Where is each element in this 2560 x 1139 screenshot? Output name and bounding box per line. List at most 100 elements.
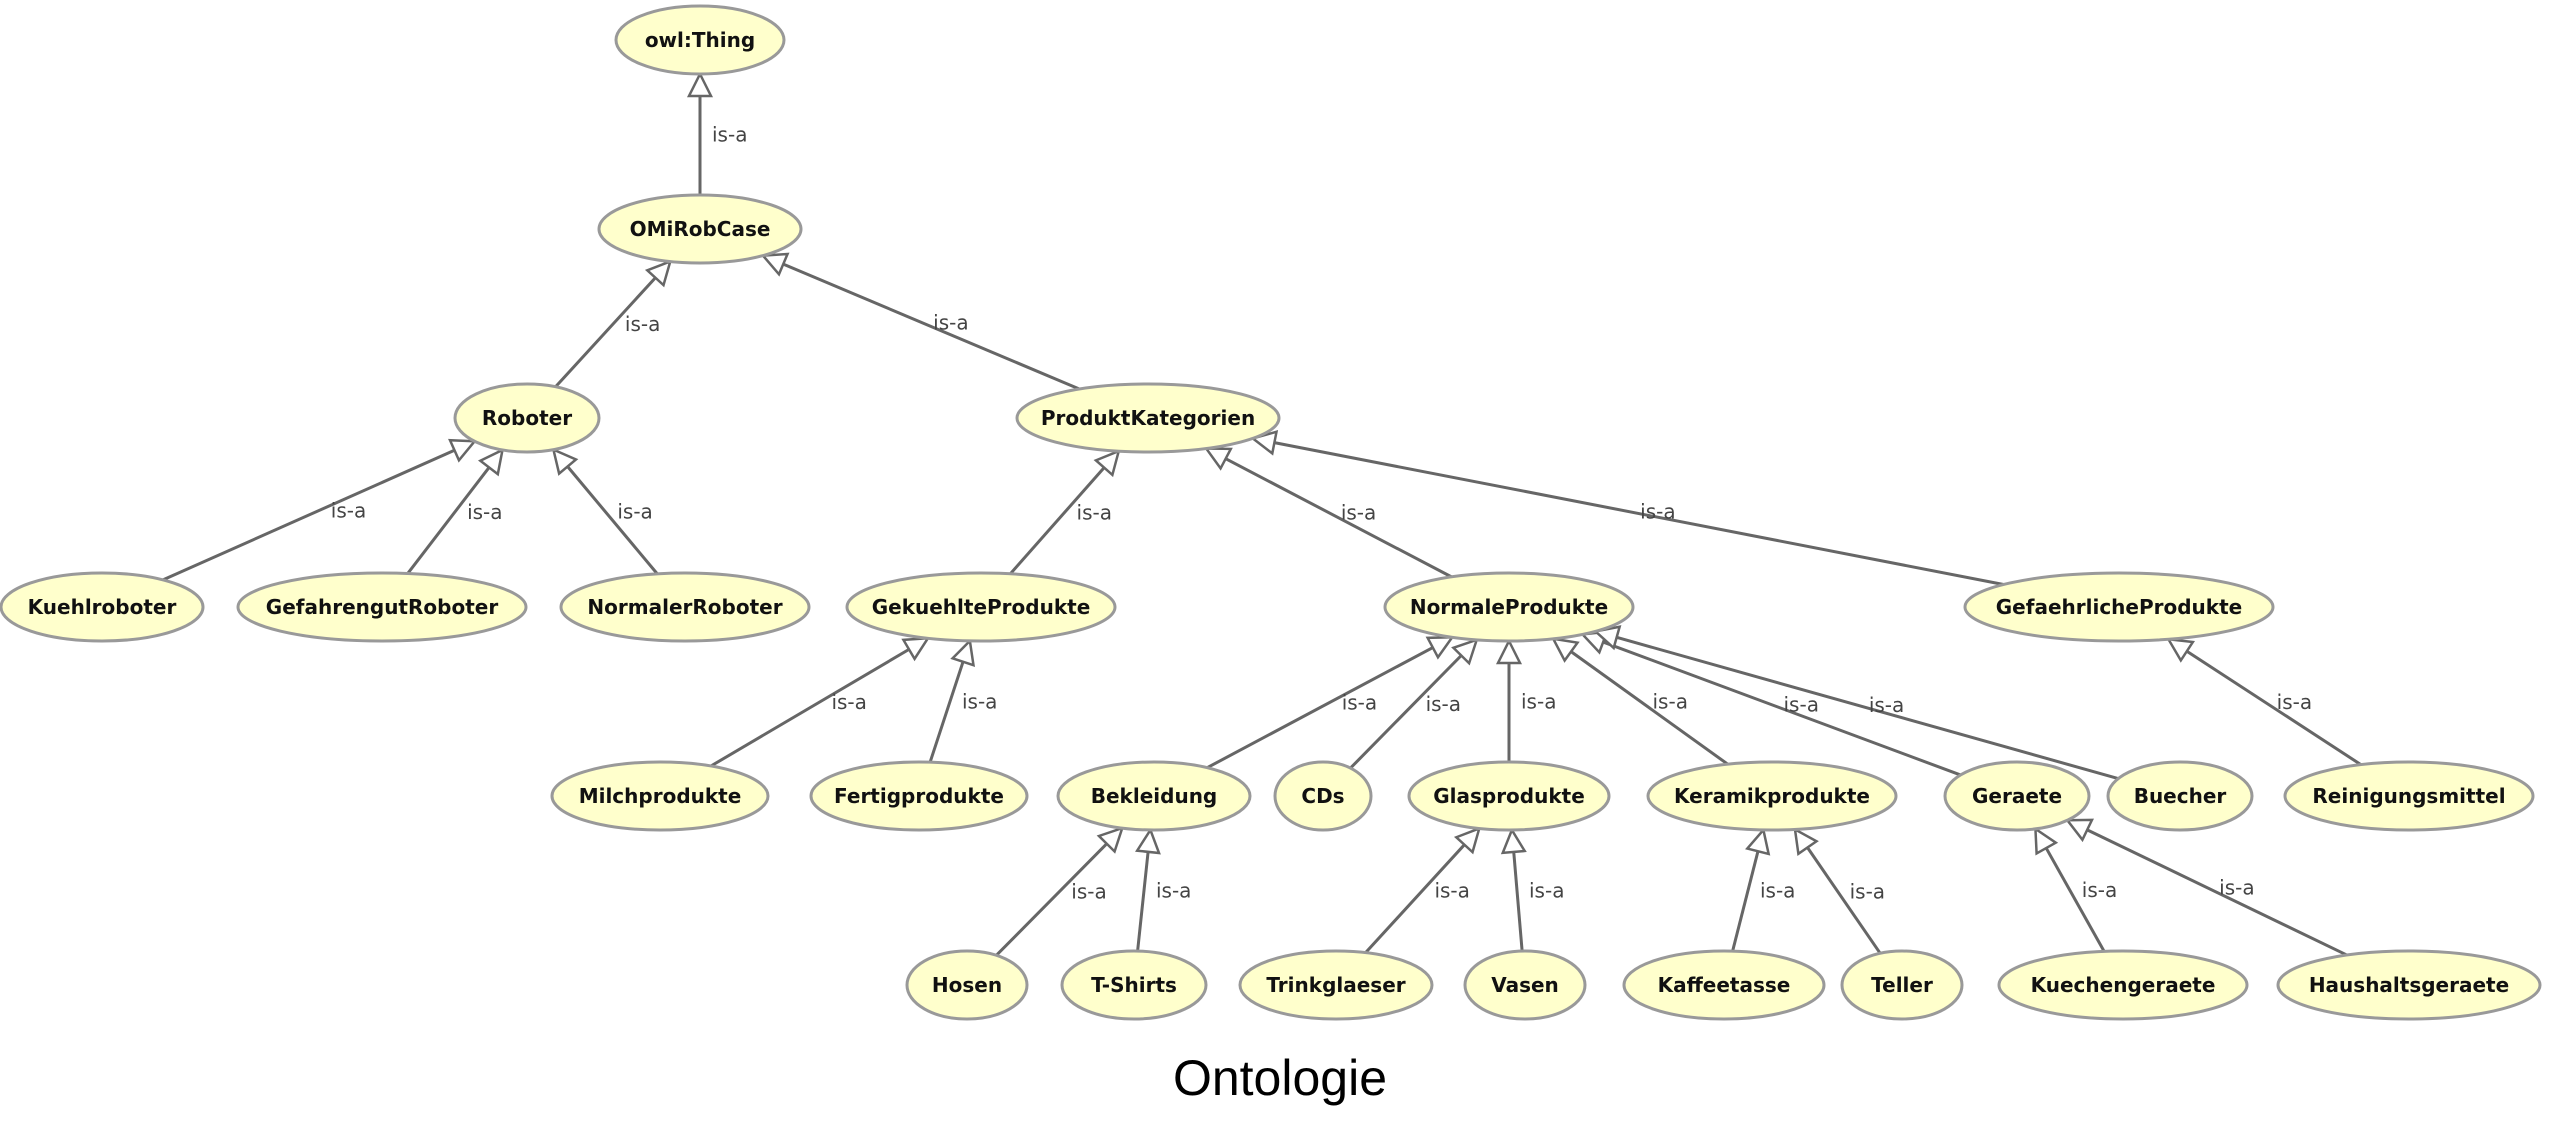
- edge-gekuehlteprodukte-to-produktkategorien: is-a: [1009, 449, 1121, 575]
- node-geraete[interactable]: Geraete: [1943, 760, 2091, 832]
- edge-label: is-a: [1850, 879, 1885, 903]
- edge-label: is-a: [962, 690, 997, 714]
- edge-line: [1274, 441, 2004, 586]
- node-produktkategorien[interactable]: ProduktKategorien: [1015, 382, 1281, 454]
- node-normalerroboter[interactable]: NormalerRoboter: [559, 571, 811, 643]
- edge-arrowhead: [2034, 826, 2059, 856]
- node-ellipse: [550, 760, 770, 832]
- node-ellipse: [2283, 760, 2535, 832]
- node-kaffeetasse[interactable]: Kaffeetasse: [1622, 949, 1826, 1021]
- edge-line: [1136, 851, 1150, 952]
- node-label: NormaleProdukte: [1410, 595, 1608, 619]
- edge-label: is-a: [2219, 876, 2254, 900]
- node-ellipse: [597, 193, 803, 265]
- edge-line: [710, 648, 910, 768]
- edge-tshirts-to-bekleidung: is-a: [1135, 827, 1191, 952]
- node-label: Hosen: [932, 973, 1002, 997]
- edge-label: is-a: [617, 500, 652, 524]
- node-hosen[interactable]: Hosen: [905, 949, 1029, 1021]
- node-label: Haushaltsgeraete: [2309, 973, 2509, 997]
- node-label: Trinkglaeser: [1266, 973, 1405, 997]
- edge-arrowhead: [1550, 637, 1580, 663]
- node-ellipse: [1963, 571, 2275, 643]
- node-kuehlroboter[interactable]: Kuehlroboter: [0, 571, 205, 643]
- node-ellipse: [1015, 382, 1281, 454]
- edge-label: is-a: [1529, 879, 1564, 903]
- node-teller[interactable]: Teller: [1840, 949, 1964, 1021]
- edge-kuehlroboter-to-roboter: is-a: [162, 438, 478, 582]
- node-omirobcase[interactable]: OMiRobCase: [597, 193, 803, 265]
- node-gekuehlteprodukte[interactable]: GekuehlteProdukte: [845, 571, 1117, 643]
- diagram-caption: Ontologie: [1173, 1050, 1387, 1106]
- edge-label: is-a: [1521, 690, 1556, 714]
- edge-arrowhead: [2064, 818, 2094, 843]
- node-buecher[interactable]: Buecher: [2106, 760, 2254, 832]
- edge-line: [1009, 466, 1106, 575]
- node-ellipse: [1060, 949, 1208, 1021]
- edge-label: is-a: [2082, 878, 2117, 902]
- edge-label: is-a: [1434, 879, 1469, 903]
- edge-label: is-a: [1426, 692, 1461, 716]
- node-label: Kaffeetasse: [1658, 973, 1791, 997]
- node-gefaehrlicheprodukte[interactable]: GefaehrlicheProdukte: [1963, 571, 2275, 643]
- node-ellipse: [1997, 949, 2249, 1021]
- node-label: Vasen: [1491, 973, 1559, 997]
- edge-line: [2044, 847, 2106, 953]
- node-label: Glasprodukte: [1433, 784, 1585, 808]
- edge-label: is-a: [331, 499, 366, 523]
- node-tshirts[interactable]: T-Shirts: [1060, 949, 1208, 1021]
- node-keramikprodukte[interactable]: Keramikprodukte: [1646, 760, 1898, 832]
- edge-line: [928, 661, 965, 763]
- node-reinigungsmittel[interactable]: Reinigungsmittel: [2283, 760, 2535, 832]
- node-ellipse: [453, 382, 601, 454]
- edge-line: [162, 448, 456, 582]
- edge-arrowhead: [901, 636, 931, 662]
- edge-label: is-a: [1869, 693, 1904, 717]
- edge-teller-to-keramikprodukte: is-a: [1793, 827, 1885, 955]
- edge-normalerroboter-to-roboter: is-a: [551, 447, 659, 575]
- node-label: Buecher: [2134, 784, 2227, 808]
- edge-arrowhead: [760, 252, 790, 277]
- edge-line: [995, 842, 1108, 957]
- node-fertigprodukte[interactable]: Fertigprodukte: [809, 760, 1029, 832]
- edge-label: is-a: [1071, 880, 1106, 904]
- edge-roboter-to-omirobcase: is-a: [554, 259, 673, 388]
- edge-arrowhead: [1203, 447, 1233, 471]
- node-trinkglaeser[interactable]: Trinkglaeser: [1238, 949, 1434, 1021]
- edge-arrowhead: [2166, 637, 2195, 663]
- edge-haushaltsgeraete-to-geraete: is-a: [2064, 818, 2348, 957]
- node-roboter[interactable]: Roboter: [453, 382, 601, 454]
- edge-line: [1616, 635, 2119, 781]
- node-owl-thing[interactable]: owl:Thing: [614, 4, 786, 76]
- node-label: Roboter: [482, 406, 572, 430]
- edge-fertigprodukte-to-gekuehlteprodukte: is-a: [928, 638, 997, 763]
- edge-arrowhead: [1451, 637, 1479, 666]
- node-label: ProduktKategorien: [1041, 406, 1255, 430]
- edge-line: [782, 262, 1080, 391]
- node-ellipse: [614, 4, 786, 76]
- node-kuechengeraete[interactable]: Kuechengeraete: [1997, 949, 2249, 1021]
- edge-arrowhead: [950, 638, 976, 668]
- edge-line: [566, 465, 659, 575]
- node-gefahrgutroboter[interactable]: GefahrengutRoboter: [236, 571, 528, 643]
- node-ellipse: [236, 571, 528, 643]
- node-normaleprodukte[interactable]: NormaleProdukte: [1383, 571, 1635, 643]
- node-ellipse: [1407, 760, 1611, 832]
- edge-line: [1349, 654, 1463, 770]
- node-haushaltsgeraete[interactable]: Haushaltsgeraete: [2276, 949, 2542, 1021]
- node-label: Kuehlroboter: [28, 595, 177, 619]
- node-vasen[interactable]: Vasen: [1463, 949, 1587, 1021]
- node-label: Fertigprodukte: [834, 784, 1004, 808]
- node-glasprodukte[interactable]: Glasprodukte: [1407, 760, 1611, 832]
- edge-line: [406, 466, 491, 575]
- edge-buecher-to-normaleprodukte: is-a: [1592, 625, 2119, 781]
- node-label: GefaehrlicheProdukte: [1996, 595, 2242, 619]
- node-cds[interactable]: CDs: [1273, 760, 1373, 832]
- edge-glasprodukte-to-normaleprodukte: is-a: [1495, 638, 1556, 762]
- node-milchprodukte[interactable]: Milchprodukte: [550, 760, 770, 832]
- node-bekleidung[interactable]: Bekleidung: [1056, 760, 1252, 832]
- node-ellipse: [2106, 760, 2254, 832]
- edge-line: [2186, 649, 2362, 766]
- edges-layer: is-a is-a is-a is-a is-a is-a is-a is-a is-a is-a…: [162, 71, 2362, 957]
- node-label: CDs: [1301, 784, 1344, 808]
